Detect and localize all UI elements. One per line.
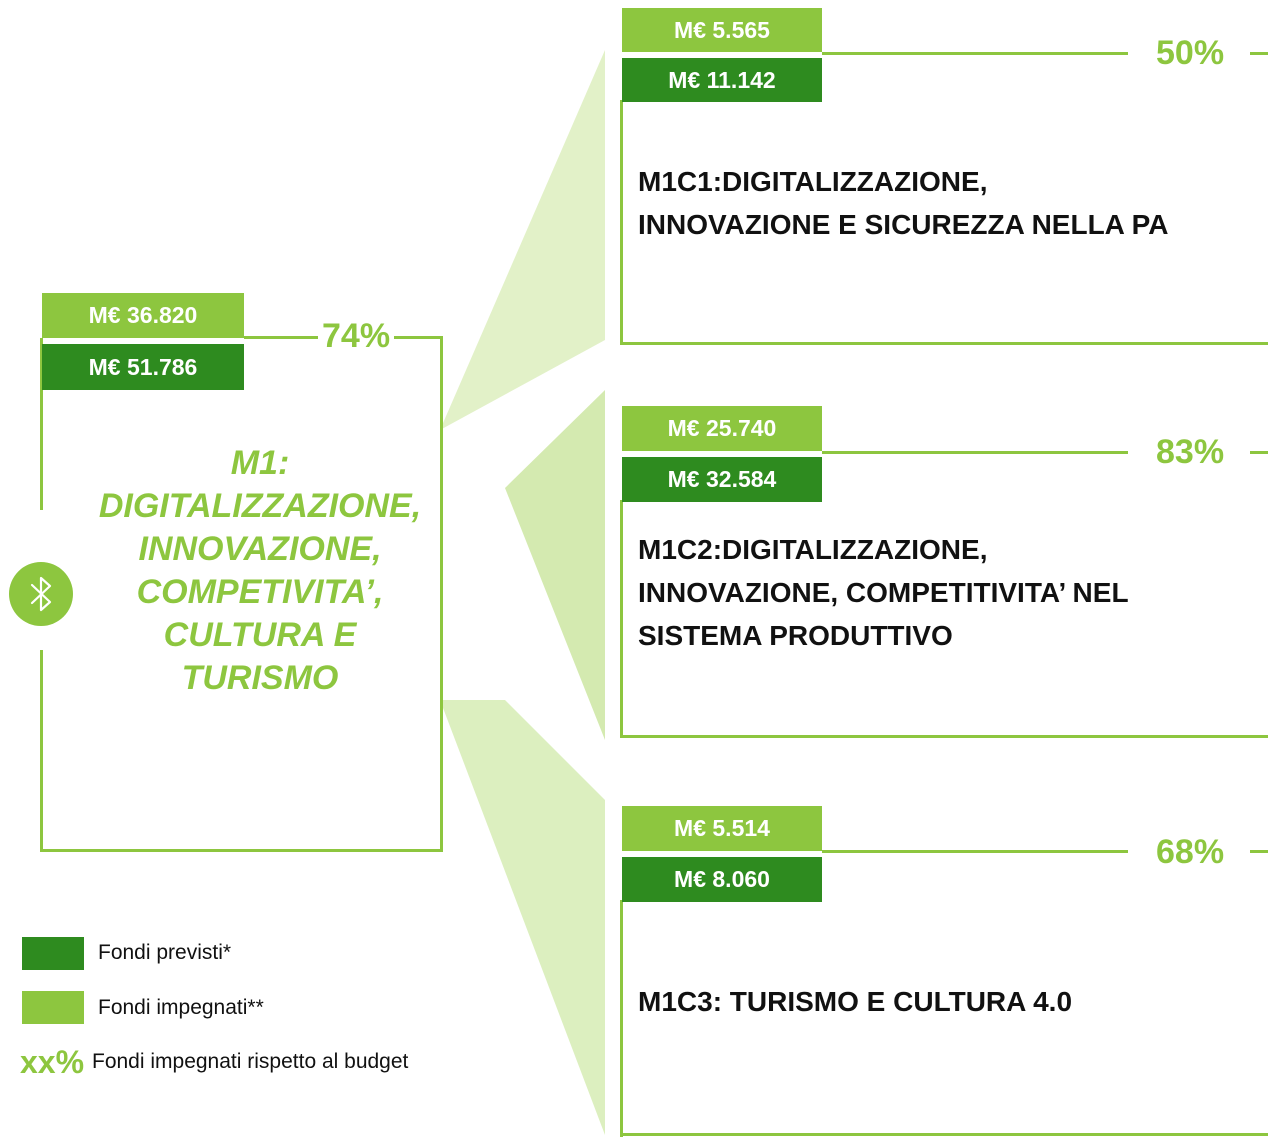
component-2-planned-badge: M€ 32.584 (622, 457, 822, 502)
component-1-bottom-border (620, 342, 1268, 345)
mission-title-line: TURISMO (181, 659, 339, 697)
mission-box-right-border (440, 336, 443, 852)
component-1-title: M1C1:DIGITALIZZAZIONE, INNOVAZIONE E SIC… (638, 160, 1258, 246)
mission-title-line: INNOVAZIONE, (138, 530, 382, 568)
component-title-line: M1C1:DIGITALIZZAZIONE, (638, 166, 988, 197)
fan-wedge-middle (505, 390, 605, 740)
mission-box-bottom-border (40, 849, 443, 852)
component-1-percent: 50% (1152, 33, 1229, 73)
component-1-committed-badge: M€ 5.565 (622, 8, 822, 52)
component-1-top-line-end (1250, 52, 1268, 55)
component-2-percent: 83% (1152, 432, 1229, 472)
component-3-planned-badge: M€ 8.060 (622, 857, 822, 902)
bluetooth-icon (9, 562, 73, 626)
component-2-top-line-end (1250, 451, 1268, 454)
legend-committed-label: Fondi impegnati** (98, 996, 264, 1019)
component-2-top-line (822, 451, 1128, 454)
component-title-line: INNOVAZIONE E SICUREZZA NELLA PA (638, 209, 1169, 240)
component-title-line: M1C3: TURISMO E CULTURA 4.0 (638, 986, 1073, 1017)
component-2-title: M1C2:DIGITALIZZAZIONE, INNOVAZIONE, COMP… (638, 528, 1258, 657)
component-2-bottom-border (620, 735, 1268, 738)
component-3-left-border (620, 900, 623, 1137)
component-2-left-border (620, 500, 623, 738)
component-1-planned-badge: M€ 11.142 (622, 58, 822, 102)
component-1-left-border (620, 100, 623, 345)
legend-planned-swatch (22, 937, 84, 970)
mission-title-line: COMPETIVITA’, (136, 573, 384, 611)
mission-committed-badge: M€ 36.820 (42, 293, 244, 338)
component-1-top-line (822, 52, 1128, 55)
component-title-line: INNOVAZIONE, COMPETITIVITA’ NEL (638, 577, 1129, 608)
mission-box-left-border (40, 338, 43, 510)
mission-title-line: M1: (230, 444, 290, 482)
legend-committed-swatch (22, 991, 84, 1024)
mission-title: M1: DIGITALIZZAZIONE, INNOVAZIONE, COMPE… (80, 442, 440, 700)
component-3-top-line (822, 850, 1128, 853)
legend-percent-label: Fondi impegnati rispetto al budget (92, 1050, 409, 1073)
mission-percent: 74% (318, 316, 395, 356)
component-title-line: M1C2:DIGITALIZZAZIONE, (638, 534, 988, 565)
component-3-percent: 68% (1152, 832, 1229, 872)
legend-percent-symbol: xx% (20, 1044, 85, 1080)
fan-wedge-top (440, 50, 605, 430)
mission-planned-badge: M€ 51.786 (42, 344, 244, 390)
mission-box-left-border-lower (40, 650, 43, 852)
component-3-top-line-end (1250, 850, 1268, 853)
component-3-bottom-border (620, 1133, 1268, 1136)
legend-planned-label: Fondi previsti* (98, 941, 232, 964)
component-3-committed-badge: M€ 5.514 (622, 806, 822, 851)
component-2-committed-badge: M€ 25.740 (622, 406, 822, 451)
mission-title-line: DIGITALIZZAZIONE, (98, 487, 422, 525)
mission-title-line: CULTURA E (163, 616, 357, 654)
component-3-title: M1C3: TURISMO E CULTURA 4.0 (638, 980, 1258, 1023)
component-title-line: SISTEMA PRODUTTIVO (638, 620, 953, 651)
fan-wedge-bottom (440, 700, 605, 1135)
